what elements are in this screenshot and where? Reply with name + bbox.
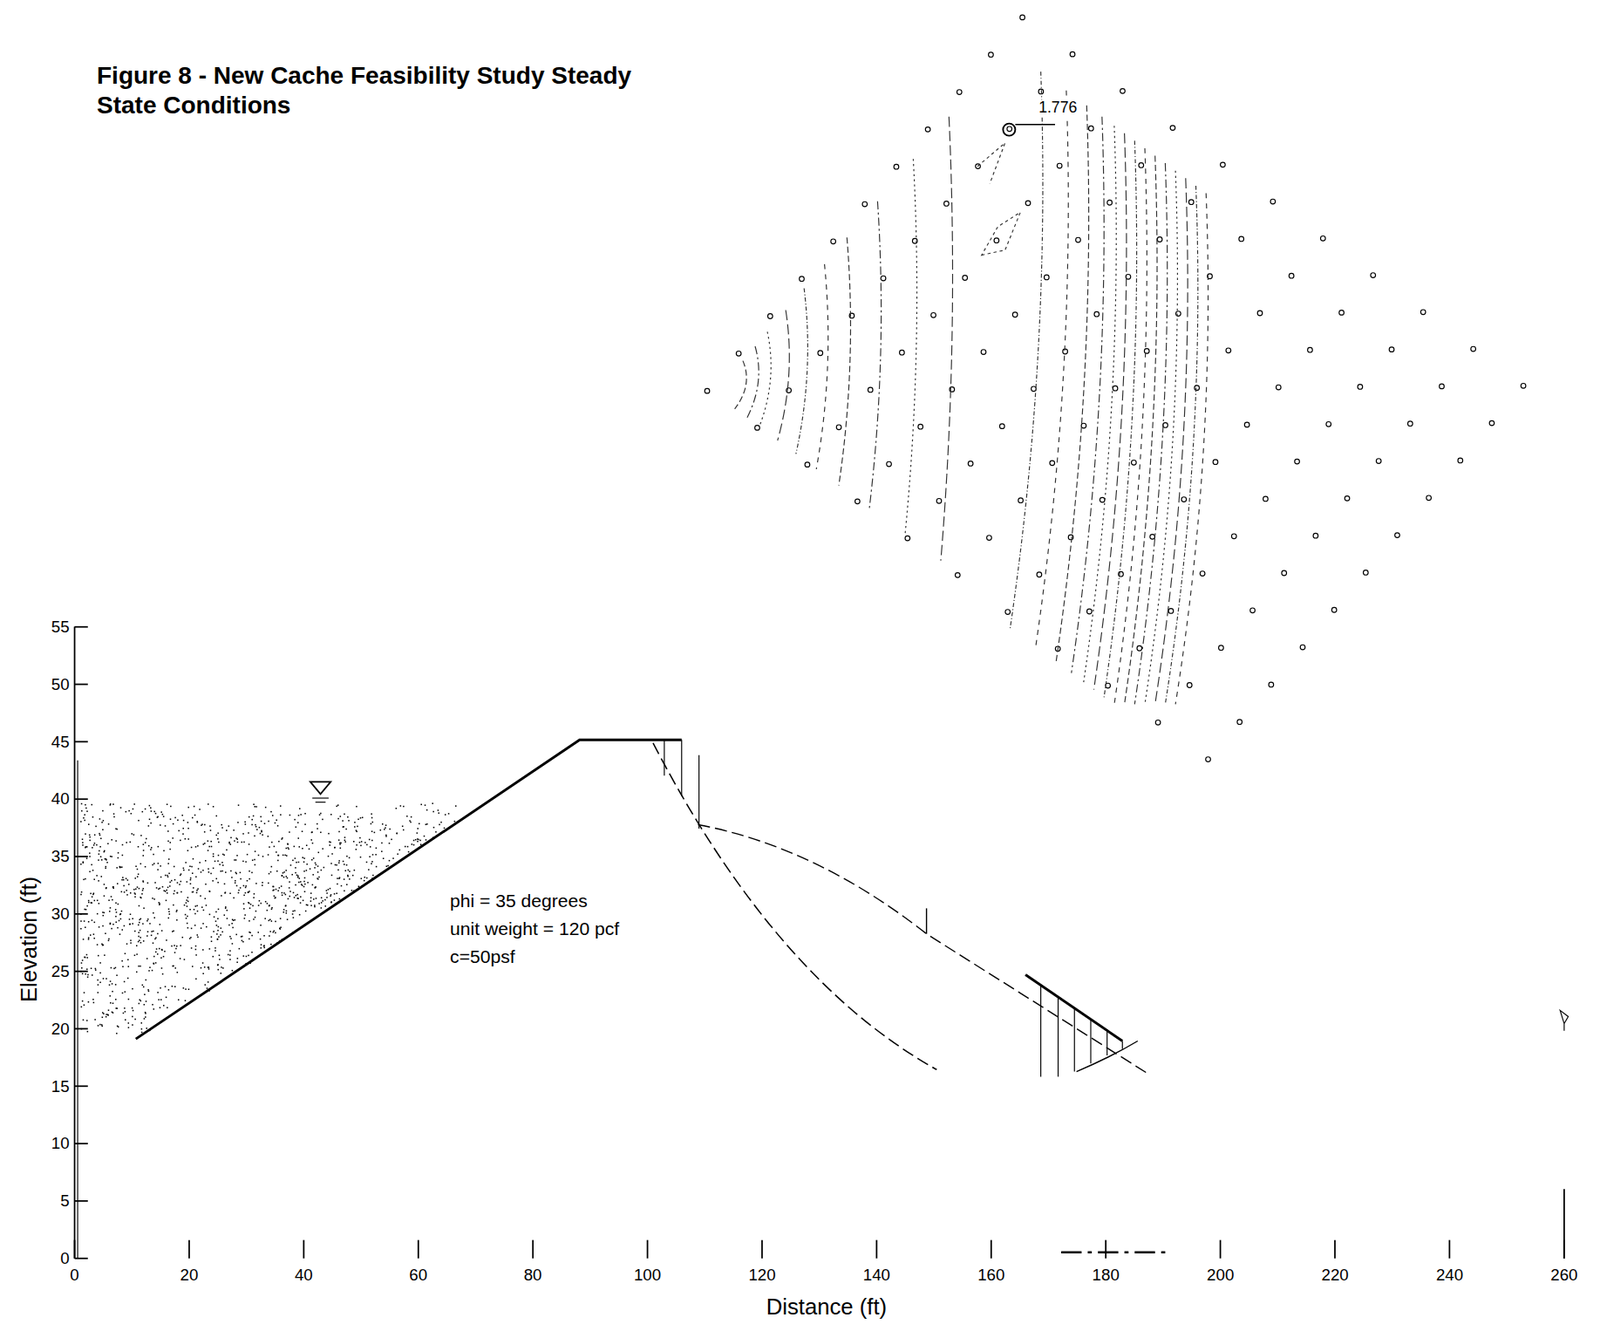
embankment-surface — [136, 739, 682, 1039]
x-tick-label: 240 — [1436, 1266, 1464, 1285]
material-note: phi = 35 degrees — [449, 891, 588, 912]
water-mark — [1559, 1009, 1568, 1030]
phreatic-step — [925, 907, 927, 933]
y-tick-label: 55 — [51, 618, 70, 637]
water-level-symbol — [312, 796, 329, 798]
slice-line — [663, 739, 665, 776]
figure-title: Figure 8 - New Cache Feasibility Study S… — [96, 61, 673, 120]
x-axis-title: Distance (ft) — [766, 1293, 887, 1319]
y-tick-label: 50 — [51, 674, 70, 694]
x-tick-label: 200 — [1206, 1266, 1234, 1285]
wedge-slices — [1041, 984, 1124, 1076]
x-tick-label: 40 — [294, 1266, 314, 1285]
contour-closed — [977, 142, 1006, 184]
y-tick-label: 5 — [60, 1191, 69, 1211]
slip-surface — [653, 742, 937, 1069]
y-tick-label: 35 — [51, 847, 70, 866]
phreatic-line — [697, 823, 1148, 1074]
y-axis-title: Elevation (ft) — [16, 876, 41, 1002]
x-tick-label: 100 — [633, 1266, 661, 1285]
x-tick-label: 260 — [1550, 1266, 1578, 1285]
x-tick-label: 0 — [69, 1266, 79, 1285]
x-tick-label: 120 — [748, 1266, 776, 1285]
safety-contours — [735, 71, 1209, 705]
slice-line — [698, 755, 700, 829]
contour-closed — [981, 211, 1021, 255]
left-boundary — [76, 760, 78, 1259]
y-tick-label: 30 — [51, 905, 70, 924]
y-tick-label: 45 — [51, 732, 70, 751]
material-note: unit weight = 120 pcf — [449, 918, 620, 939]
x-tick-label: 160 — [977, 1266, 1005, 1285]
y-tick-label: 10 — [51, 1134, 70, 1153]
slice-line — [680, 739, 682, 796]
axis-ticks — [74, 626, 1565, 1259]
right-boundary — [1563, 1188, 1566, 1259]
x-tick-label: 80 — [524, 1266, 543, 1285]
slip-center-grid — [704, 14, 1526, 762]
water-level-symbol — [310, 781, 331, 794]
x-tick-label: 60 — [408, 1266, 428, 1285]
minimum-center — [1002, 123, 1015, 137]
y-tick-label: 25 — [51, 962, 70, 981]
y-tick-label: 0 — [60, 1249, 69, 1268]
base-mark — [1061, 1251, 1169, 1253]
y-tick-label: 20 — [51, 1019, 70, 1038]
leader-line — [1014, 123, 1056, 125]
x-tick-label: 180 — [1092, 1266, 1120, 1285]
y-axis — [74, 626, 76, 1258]
y-tick-label: 40 — [51, 789, 70, 809]
x-tick-label: 140 — [863, 1266, 891, 1285]
x-tick-label: 220 — [1321, 1266, 1349, 1285]
water-level-symbol — [315, 801, 327, 803]
y-tick-label: 15 — [51, 1076, 70, 1096]
reservoir-stipple — [80, 802, 457, 1034]
contour-value: 1.776 — [1037, 99, 1078, 116]
x-tick-label: 20 — [179, 1266, 198, 1285]
material-note: c=50psf — [449, 946, 515, 967]
